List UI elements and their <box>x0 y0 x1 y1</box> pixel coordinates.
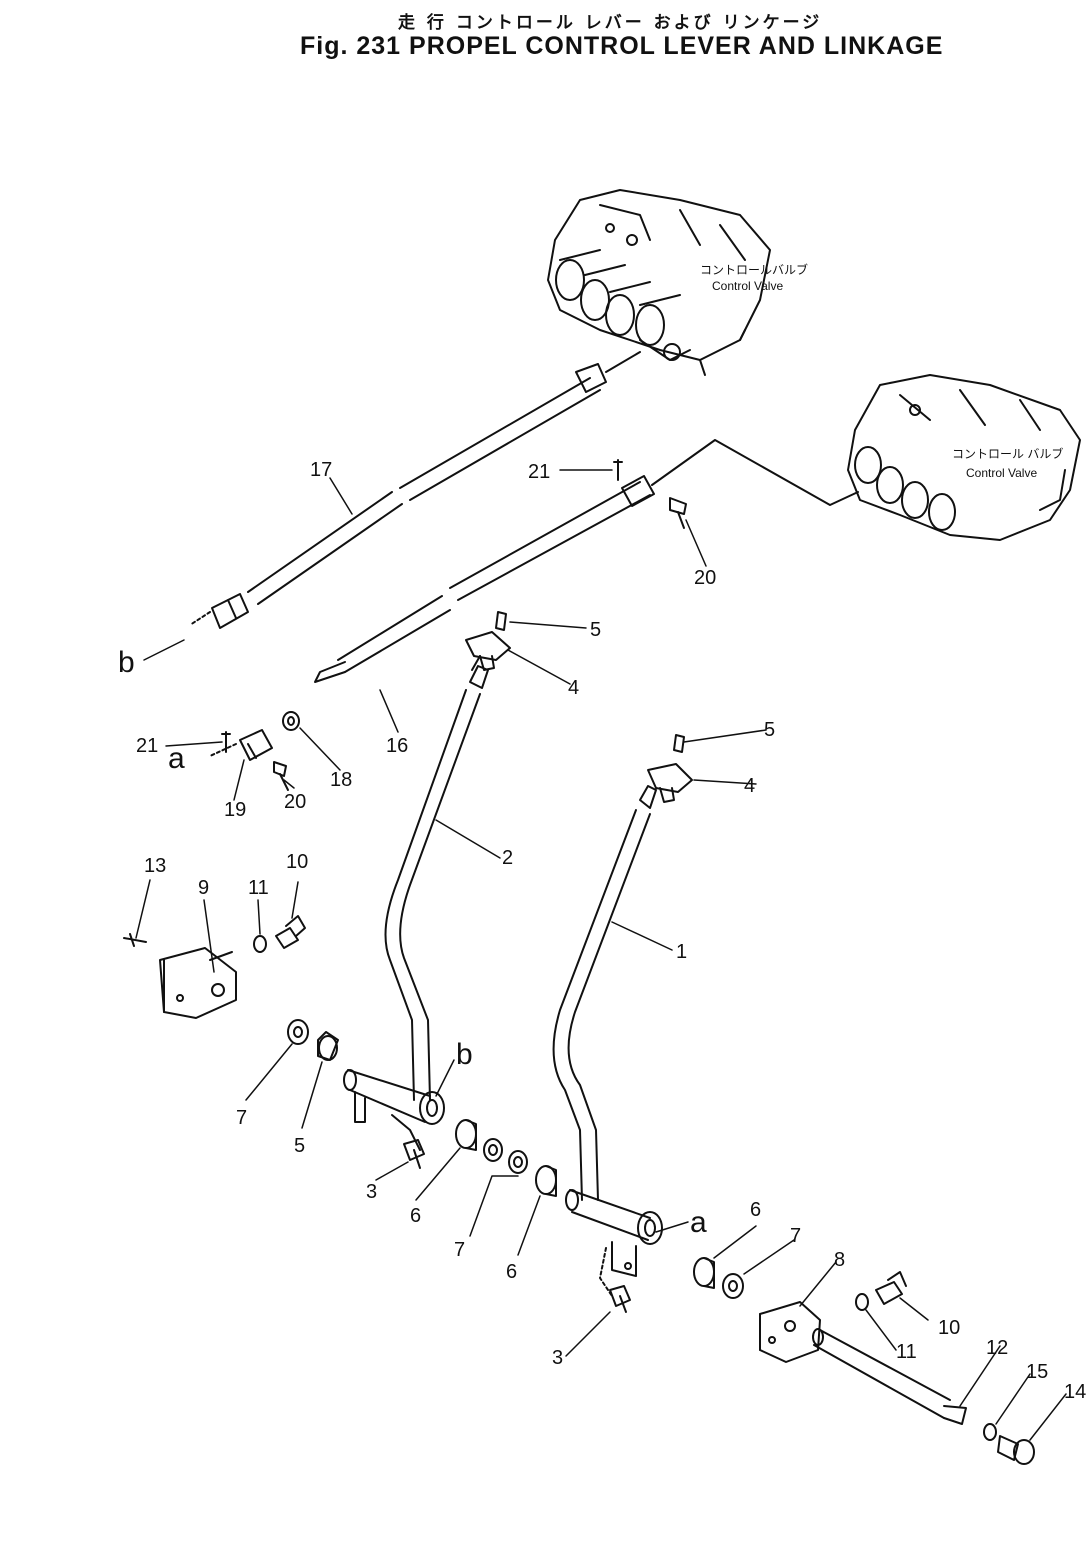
control-valve-lower-label-jp: コントロール バルブ <box>952 446 1063 461</box>
callout-13: 13 <box>144 855 166 877</box>
bolt-3-left <box>403 1139 425 1169</box>
leader-lines <box>135 469 1067 1441</box>
callout-17: 17 <box>310 459 332 481</box>
callout-6-b: 6 <box>506 1261 517 1283</box>
bolt-10-upper <box>253 915 306 953</box>
bracket-9 <box>159 947 237 1019</box>
pin-13 <box>123 933 147 947</box>
callout-10-upper: 10 <box>286 851 308 873</box>
pin-21-upper <box>613 459 623 481</box>
lever-2-hub <box>343 1069 445 1151</box>
yoke-4-upper <box>465 611 511 671</box>
control-valve-upper <box>547 189 771 376</box>
washer-7-c <box>722 1273 744 1299</box>
connection-b-left: b <box>118 646 135 679</box>
callout-9: 9 <box>198 877 209 899</box>
callout-11-upper: 11 <box>248 877 269 899</box>
callout-2: 2 <box>502 847 513 869</box>
callout-19: 19 <box>224 799 246 821</box>
washer-7-left <box>287 1019 309 1045</box>
connection-a-lever: a <box>690 1206 707 1239</box>
callout-6-c: 6 <box>750 1199 761 1221</box>
callout-5-upper: 5 <box>590 619 601 641</box>
washer-7-b <box>483 1138 528 1174</box>
shaft-12 <box>812 1328 967 1425</box>
left-joint-parts <box>209 711 300 791</box>
callout-4-upper: 4 <box>568 677 579 699</box>
lever-2 <box>384 655 489 1101</box>
lever-1 <box>552 785 657 1201</box>
callout-11-lower: 11 <box>896 1341 917 1363</box>
bracket-8 <box>759 1301 821 1363</box>
connection-a-left: a <box>168 742 185 775</box>
bushing-6-b <box>535 1165 557 1197</box>
bolt-14 <box>983 1423 1035 1465</box>
callout-4-lower: 4 <box>744 775 755 797</box>
callout-1: 1 <box>676 941 687 963</box>
control-valve-upper-label-jp: コントロールバルブ <box>700 262 808 277</box>
yoke-4-lower <box>647 734 693 803</box>
rod-17 <box>189 351 641 629</box>
bolt-10-lower <box>855 1271 907 1311</box>
callout-21-lower: 21 <box>136 735 158 757</box>
diagram-title-japanese: 走 行 コントロール レバー および リンケージ <box>398 13 823 33</box>
connection-b-lever: b <box>456 1038 473 1071</box>
bolt-3-right <box>609 1285 631 1313</box>
lever-1-hub <box>565 1189 663 1297</box>
callout-18: 18 <box>330 769 352 791</box>
callout-14: 14 <box>1064 1381 1086 1403</box>
callout-7-c: 7 <box>790 1225 801 1247</box>
bushing-6-a <box>455 1119 477 1151</box>
callout-10-lower: 10 <box>938 1317 960 1339</box>
callout-15: 15 <box>1026 1361 1048 1383</box>
callout-16: 16 <box>386 735 408 757</box>
callout-3-left: 3 <box>366 1181 377 1203</box>
rod-16 <box>314 439 859 683</box>
bushing-5-left <box>317 1031 339 1061</box>
callout-20-upper: 20 <box>694 567 716 589</box>
control-valve-lower <box>847 374 1081 541</box>
callout-8: 8 <box>834 1249 845 1271</box>
callout-21-upper: 21 <box>528 461 550 483</box>
control-valve-upper-label: Control Valve <box>712 279 783 293</box>
callout-20-lower: 20 <box>284 791 306 813</box>
callout-6-a: 6 <box>410 1205 421 1227</box>
callout-7-left: 7 <box>236 1107 247 1129</box>
bushing-6-c <box>693 1257 715 1289</box>
callout-7-b: 7 <box>454 1239 465 1261</box>
callout-5-lower: 5 <box>764 719 775 741</box>
control-valve-lower-label: Control Valve <box>966 466 1037 480</box>
callout-5-left: 5 <box>294 1135 305 1157</box>
callout-12: 12 <box>986 1337 1008 1359</box>
diagram-title: Fig. 231 PROPEL CONTROL LEVER AND LINKAG… <box>300 32 944 60</box>
bolt-20-upper <box>669 497 687 529</box>
callout-3-right: 3 <box>552 1347 563 1369</box>
